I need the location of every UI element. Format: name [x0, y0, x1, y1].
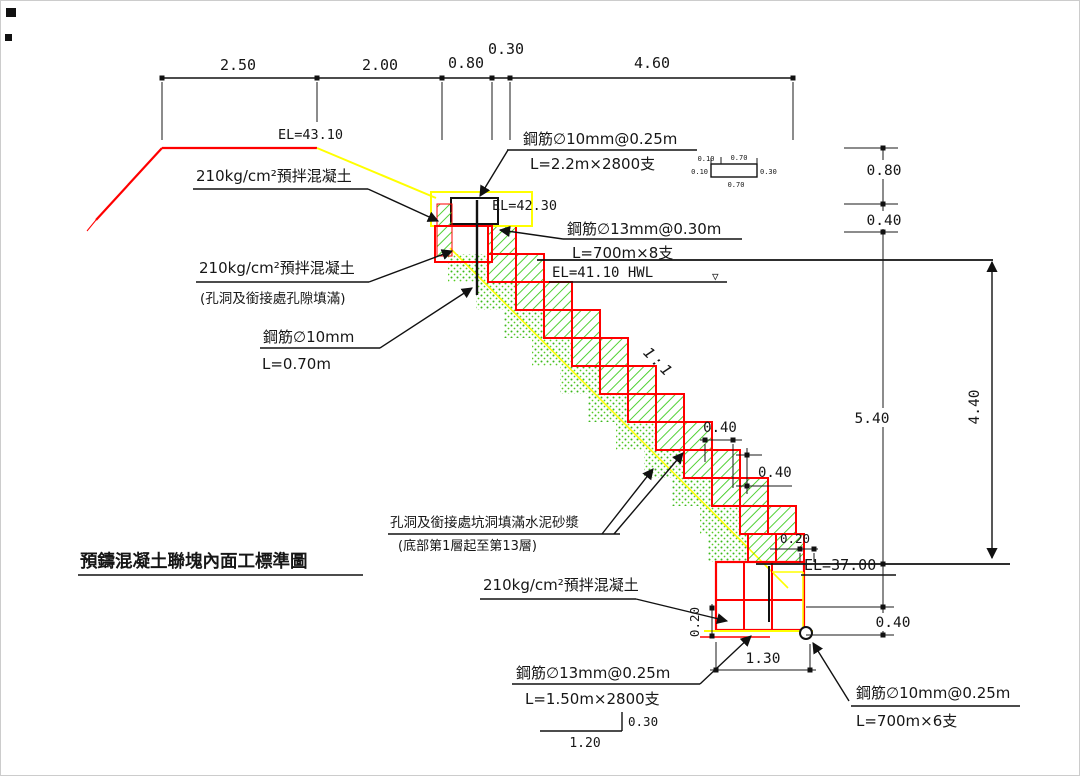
note-rebar-base: 鋼筋∅13mm@0.25m L=1.50m×2800支 0.30 1.20: [512, 635, 752, 751]
precast-block: [543, 281, 573, 311]
note-concrete-mid-text: 210kg/cm²預拌混凝土: [199, 259, 355, 277]
dim-bar-vert: 0.30: [628, 714, 658, 729]
dim-bar-horiz: 1.20: [569, 736, 600, 751]
precast-block: [747, 533, 777, 563]
note-rebar-slope-1: 鋼筋∅10mm@0.25m: [523, 130, 677, 148]
note-rebar-dowel-2: L=0.70m: [262, 355, 331, 373]
dim-top-1: 2.50: [220, 56, 256, 74]
slope-underlayer-cell: [504, 310, 544, 338]
note-concrete-mid-sub-text: (孔洞及銜接處孔隙填滿): [200, 290, 346, 307]
precast-block: [571, 337, 601, 367]
note-rebar-cap-1: 鋼筋∅13mm@0.30m: [567, 220, 721, 238]
precast-block: [767, 505, 797, 535]
precast-block: [683, 449, 713, 479]
cap-detail-bottom: 0.70: [728, 181, 745, 189]
slope-underlayer-cell: [448, 254, 488, 282]
note-rebar-slope-2: L=2.2m×2800支: [530, 155, 655, 173]
dim-top-4: 0.30: [488, 40, 524, 58]
dim-toe-cap: 0.20: [780, 531, 810, 546]
el-hwl-label: EL=41.10 HWL: [552, 265, 653, 281]
cap-detail-diagram: 0.10 0.70 0.10 0.30 0.70: [691, 154, 777, 189]
precast-block: [515, 253, 545, 283]
dim-step-height: 0.40: [758, 465, 792, 481]
hwl-symbol: ▽: [712, 270, 719, 283]
slope-underlayer-cell: [560, 366, 600, 394]
note-rebar-toe-2: L=700m×6支: [856, 712, 957, 730]
precast-block: [571, 309, 601, 339]
toe-block: [700, 560, 813, 640]
scan-marks: [5, 8, 16, 41]
dim-right-inner: 4.40: [967, 390, 983, 425]
precast-block: [599, 365, 629, 395]
ground-lines: [86, 146, 437, 232]
note-rebar-base-1: 鋼筋∅13mm@0.25m: [516, 664, 670, 682]
dim-top-3: 0.80: [448, 54, 484, 72]
precast-block: [739, 477, 769, 507]
precast-block: [543, 309, 573, 339]
precast-block: [627, 365, 657, 395]
right-dimension-chain: 0.80 0.40 5.40 0.40 4.40: [806, 145, 998, 638]
staircase-blocks: [487, 225, 805, 563]
toe-rebar-circle: [799, 626, 813, 640]
dim-ticks: [159, 75, 796, 81]
precast-block: [599, 337, 629, 367]
step-dimensions: 0.40 0.40: [700, 420, 792, 494]
precast-block: [711, 477, 741, 507]
note-rebar-dowel: 鋼筋∅10mm L=0.70m: [260, 287, 473, 373]
note-rebar-cap-2: L=700m×8支: [572, 244, 673, 262]
cap-detail-right: 0.30: [760, 168, 777, 176]
drawing-title-text: 預鑄混凝土聯塊內面工標準圖: [80, 551, 308, 572]
precast-block: [515, 281, 545, 311]
precast-block: [711, 449, 741, 479]
el-toe-label: EL=37.00: [804, 556, 876, 574]
note-concrete-base: 210kg/cm²預拌混凝土: [480, 576, 729, 625]
slope-face-line: [449, 247, 789, 589]
dim-right-total: 5.40: [855, 411, 890, 427]
cap-detail-top: 0.70: [731, 154, 748, 162]
hwl-line: [537, 259, 993, 283]
dim-right-mid: 0.40: [867, 213, 902, 229]
note-mortar: 孔洞及銜接處坑洞填滿水泥砂漿 (底部第1層起至第13層): [388, 452, 684, 554]
precast-block: [655, 393, 685, 423]
el-cap-label: EL=42.30: [492, 198, 557, 214]
toe-dimensions: 0.20 EL=37.00 0.20 1.30: [687, 531, 1010, 673]
precast-block: [655, 421, 685, 451]
note-rebar-slope: 鋼筋∅10mm@0.25m L=2.2m×2800支: [479, 130, 697, 197]
note-mortar-2: (底部第1層起至第13層): [398, 538, 537, 554]
note-rebar-dowel-1: 鋼筋∅10mm: [263, 328, 354, 346]
cap-detail-topleft: 0.10: [698, 155, 715, 163]
note-concrete-top-text: 210kg/cm²預拌混凝土: [196, 167, 352, 185]
note-concrete-mid: 210kg/cm²預拌混凝土 (孔洞及銜接處孔隙填滿): [196, 249, 454, 307]
note-concrete-top: 210kg/cm²預拌混凝土: [193, 167, 440, 222]
note-rebar-toe-1: 鋼筋∅10mm@0.25m: [856, 684, 1010, 702]
note-rebar-cap: 鋼筋∅13mm@0.30m L=700m×8支: [498, 220, 742, 262]
slope-underlayer-cell: [532, 338, 572, 366]
note-rebar-toe: 鋼筋∅10mm@0.25m L=700m×6支: [812, 642, 1020, 730]
dim-right-upper: 0.80: [867, 163, 902, 179]
dim-step-width: 0.40: [703, 420, 737, 436]
note-mortar-1: 孔洞及銜接處坑洞填滿水泥砂漿: [390, 514, 579, 531]
precast-block: [739, 505, 769, 535]
precast-block: [627, 393, 657, 423]
top-dimension-chain: 2.50 2.00 0.80 0.30 4.60: [159, 40, 796, 140]
note-concrete-base-text: 210kg/cm²預拌混凝土: [483, 576, 639, 594]
dim-top-2: 2.00: [362, 56, 398, 74]
cap-detail-left: 0.10: [691, 168, 708, 176]
dim-right-toe: 0.40: [876, 615, 911, 631]
dim-toe-width: 1.30: [746, 651, 781, 667]
slope-underlayer-cell: [476, 282, 516, 310]
note-rebar-base-2: L=1.50m×2800支: [525, 690, 660, 708]
drawing-title: 預鑄混凝土聯塊內面工標準圖: [78, 551, 363, 576]
el-crest-label: EL=43.10: [278, 127, 343, 143]
dim-top-5: 4.60: [634, 54, 670, 72]
slope-underlayer-cell: [708, 534, 748, 562]
